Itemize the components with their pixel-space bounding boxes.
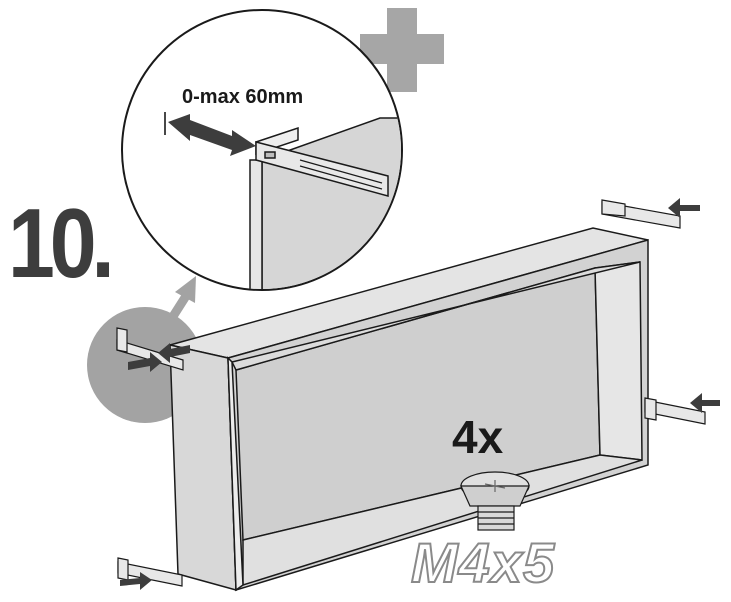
bracket-icon <box>116 199 706 587</box>
screw-size-label: M4x5 <box>410 530 556 595</box>
plus-icon <box>360 8 444 92</box>
arrow-icon <box>120 198 720 590</box>
adjustment-range-label: 0-max 60mm <box>182 86 304 108</box>
screw-icon <box>460 471 530 531</box>
screw-quantity: 4x <box>452 411 504 463</box>
arrow-icon <box>168 276 196 321</box>
step-number: 10. <box>8 188 115 298</box>
